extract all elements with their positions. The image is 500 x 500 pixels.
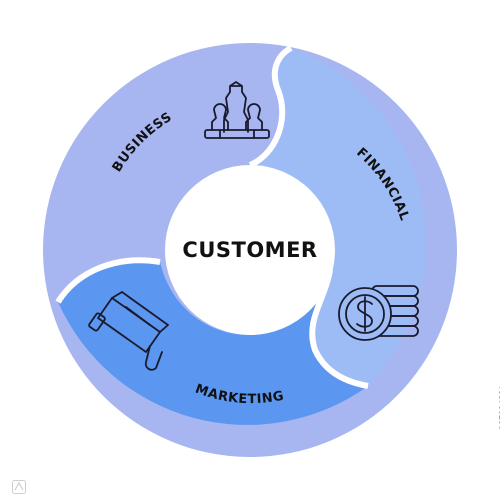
dollar-coins-icon: [338, 285, 419, 341]
divider-business-financial: [248, 45, 293, 168]
adobe-stock-logo-icon: [12, 480, 26, 494]
megaphone-icon: [88, 291, 169, 371]
chess-pieces-icon: [204, 81, 270, 139]
divider-financial-marketing: [309, 269, 369, 389]
divider-marketing-business: [55, 257, 161, 304]
segment-business: [51, 45, 292, 303]
center-label: CUSTOMER: [182, 238, 317, 262]
center-circle: [165, 165, 335, 335]
